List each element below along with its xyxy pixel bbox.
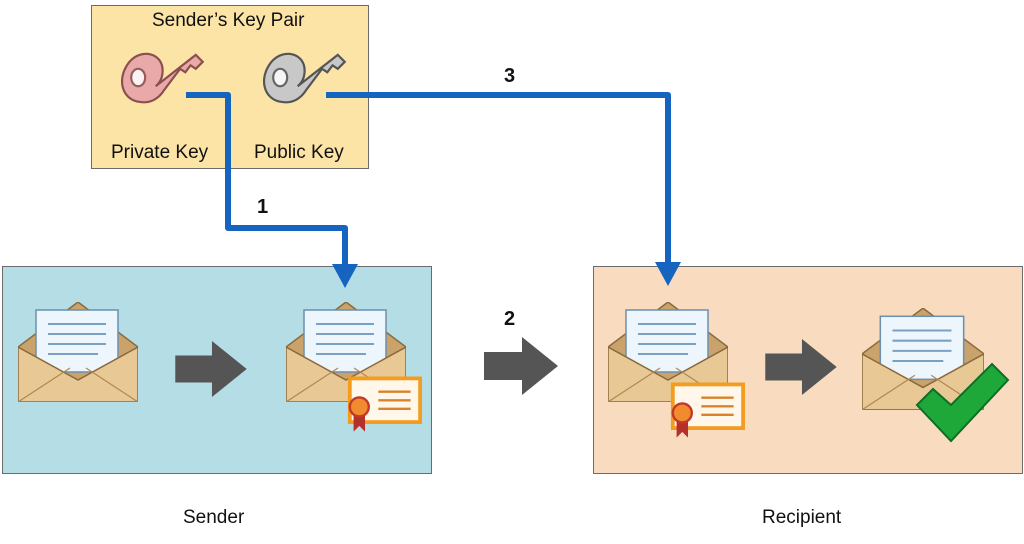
private-key-label: Private Key [111, 142, 209, 163]
flow-arrow-3 [326, 92, 671, 266]
step-2-label: 2 [504, 308, 516, 330]
sender-label: Sender [183, 507, 245, 528]
flow-arrow-1 [186, 92, 348, 268]
open-envelope-icon [18, 302, 138, 402]
arrow-right-icon [175, 341, 247, 397]
step-3-label: 3 [504, 65, 516, 87]
public-key-label: Public Key [254, 142, 344, 163]
flow-arrowhead-3 [655, 262, 681, 286]
recipient-label: Recipient [762, 507, 842, 528]
step-1-label: 1 [257, 196, 269, 218]
certificate-icon [670, 382, 745, 440]
checkmark-icon [915, 362, 1010, 443]
arrow-right-icon [765, 339, 837, 395]
flow-arrowhead-1 [332, 264, 358, 288]
certificate-icon [347, 376, 422, 434]
arrow-right-icon [484, 337, 558, 395]
key-pair-title: Sender’s Key Pair [152, 10, 305, 31]
